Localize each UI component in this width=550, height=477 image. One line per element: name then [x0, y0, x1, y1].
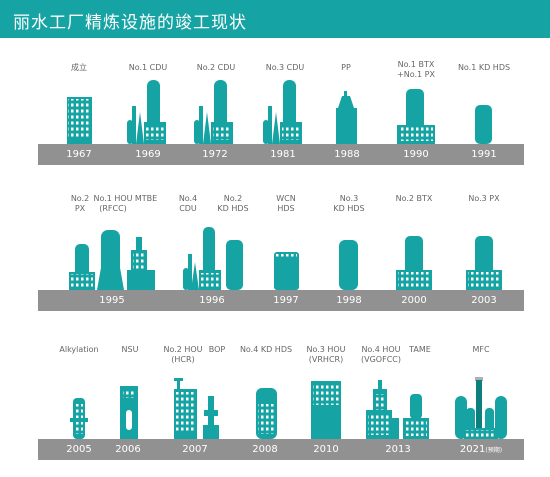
- label-no3-cdu: No.3 CDU: [265, 63, 305, 72]
- year-1990: 1990: [403, 149, 429, 160]
- timeline-band-row3: [38, 439, 524, 460]
- year-2021-value: 2021: [459, 444, 486, 455]
- hds-column-icon-2008: [256, 388, 277, 439]
- label-founding: 成立: [71, 63, 87, 72]
- year-1981: 1981: [270, 149, 296, 160]
- label-no3-kd-hds: No.3 KD HDS: [333, 194, 365, 213]
- btx-px-plant-icon-1990: [397, 89, 435, 144]
- year-2000: 2000: [401, 295, 427, 306]
- alkylation-unit-icon-2005: [70, 398, 88, 439]
- year-1991: 1991: [471, 149, 497, 160]
- label-no1-hou: No.1 HOU (RFCC): [93, 194, 133, 213]
- year-1988: 1988: [334, 149, 360, 160]
- btx-plant-icon-2000: [396, 236, 432, 290]
- label-tame: TAME: [409, 345, 431, 354]
- year-2007: 2007: [182, 444, 208, 455]
- label-no4-hou: No.4 HOU (VGOFCC): [361, 345, 401, 364]
- year-1967: 1967: [66, 149, 92, 160]
- year-2008: 2008: [252, 444, 278, 455]
- year-2010: 2010: [313, 444, 339, 455]
- year-1996: 1996: [199, 295, 225, 306]
- px-plant-icon-2003: [466, 236, 502, 290]
- nsu-unit-icon-2006: [120, 386, 138, 439]
- label-no2-kd-hds: No.2 KD HDS: [217, 194, 249, 213]
- refinery-cluster-icon-1995: [69, 230, 155, 290]
- year-2005: 2005: [66, 444, 92, 455]
- label-no4-cdu: No.4 CDU: [178, 194, 198, 213]
- year-1998: 1998: [336, 295, 362, 306]
- label-mfc: MFC: [472, 345, 490, 354]
- label-no3-px: No.3 PX: [468, 194, 500, 203]
- timeline-band-row1: [38, 144, 524, 165]
- year-2013: 2013: [385, 444, 411, 455]
- label-pp: PP: [341, 63, 351, 72]
- timeline-band-row2: [38, 290, 524, 311]
- label-alkylation: Alkylation: [59, 345, 99, 354]
- page-title: 丽水工厂精炼设施的竣工现状: [13, 13, 247, 33]
- header-bar: 丽水工厂精炼设施的竣工现状: [0, 0, 550, 38]
- label-no1-cdu: No.1 CDU: [128, 63, 168, 72]
- label-nsu: NSU: [121, 345, 139, 354]
- year-1972: 1972: [202, 149, 228, 160]
- label-no2-btx: No.2 BTX: [395, 194, 433, 203]
- year-1995: 1995: [99, 295, 125, 306]
- label-wcn-hds: WCN HDS: [276, 194, 296, 213]
- label-no2-px: No.2 PX: [70, 194, 90, 213]
- year-2021-note: (预期): [485, 447, 503, 454]
- mfc-complex-icon-2021: [455, 377, 507, 439]
- building-icon-1967: [67, 97, 92, 144]
- hydrocracker-icon-2007: [174, 378, 219, 439]
- label-no2-hou: No.2 HOU (HCR): [163, 345, 203, 364]
- label-no1-btx: No.1 BTX +No.1 PX: [397, 60, 435, 79]
- year-1969: 1969: [135, 149, 161, 160]
- year-2021: 2021(预期): [460, 444, 502, 455]
- label-no4-kd-hds: No.4 KD HDS: [239, 345, 293, 354]
- distillation-unit-icon-1996: [183, 227, 243, 290]
- hds-column-icon-1998: [339, 240, 358, 290]
- vr-hydrocracker-icon-2010: [311, 381, 341, 439]
- label-no1-kd-hds: No.1 KD HDS: [457, 63, 511, 72]
- distillation-unit-icon-1981: [263, 80, 302, 144]
- distillation-unit-icon-1969: [127, 80, 166, 144]
- label-no2-cdu: No.2 CDU: [196, 63, 236, 72]
- hds-block-icon-1997: [274, 252, 299, 290]
- fcc-complex-icon-2013: [366, 380, 429, 439]
- label-bop: BOP: [208, 345, 226, 354]
- year-2006: 2006: [115, 444, 141, 455]
- label-mtbe: MTBE: [134, 194, 158, 203]
- year-1997: 1997: [273, 295, 299, 306]
- pp-plant-icon-1988: [336, 91, 357, 144]
- label-no3-hou: No.3 HOU (VRHCR): [306, 345, 346, 364]
- hds-column-icon-1991: [475, 105, 492, 144]
- year-2003: 2003: [471, 295, 497, 306]
- distillation-unit-icon-1972: [194, 80, 233, 144]
